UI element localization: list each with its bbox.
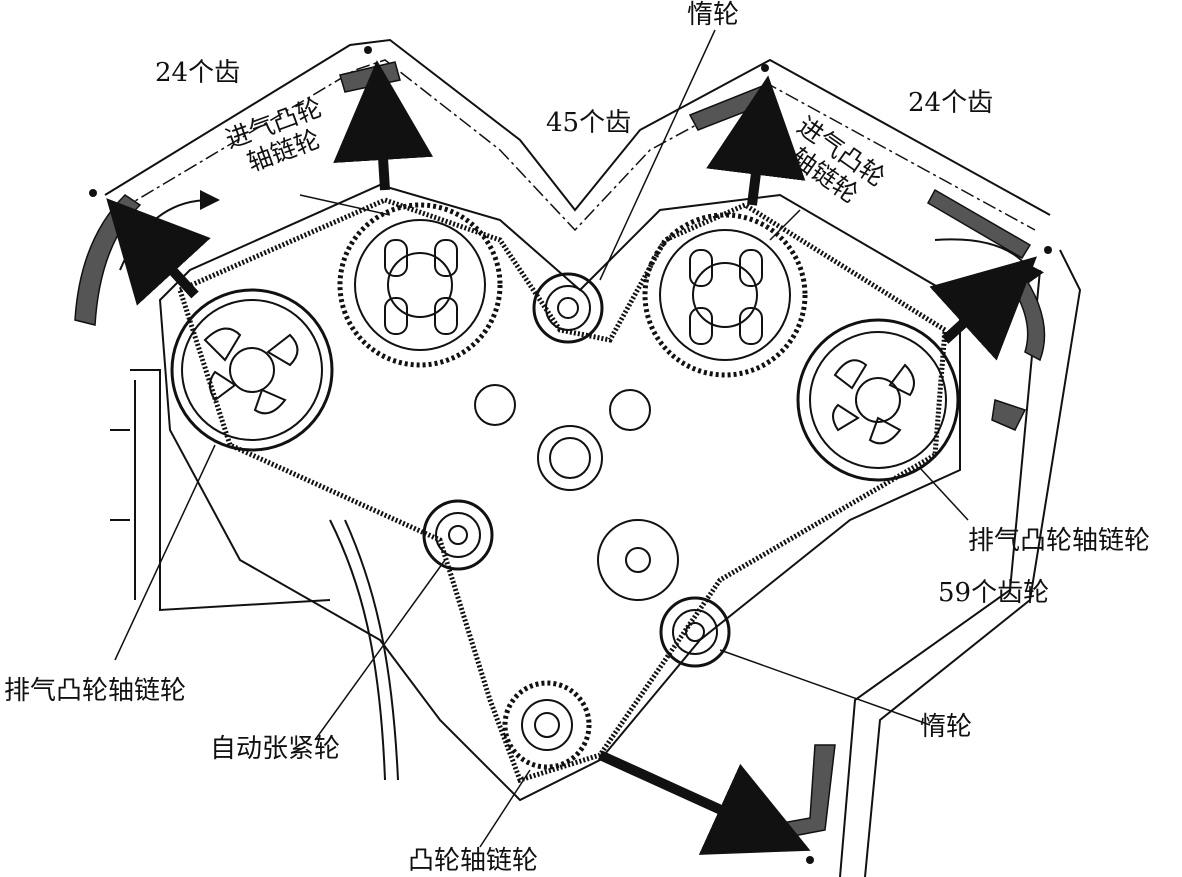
intake-cam-right-sprocket	[642, 212, 808, 378]
leader-lines	[114, 29, 969, 848]
crank-sprocket	[502, 680, 592, 770]
label-auto-tensioner: 自动张紧轮	[210, 734, 341, 764]
label-exhaust-left: 排气凸轮轴链轮	[4, 676, 187, 706]
idler-bottom-pulley	[659, 596, 731, 668]
belt-bracket-outline	[104, 38, 1051, 216]
dipstick-tube	[329, 519, 399, 781]
auto-tensioner-pulley	[422, 499, 494, 571]
timing-marks	[89, 46, 1052, 864]
timing-belt	[176, 197, 948, 784]
intake-cam-left-sprocket	[337, 202, 503, 368]
label-24-teeth-left: 24个齿	[155, 58, 241, 88]
label-59-teeth: 59个齿轮	[938, 578, 1050, 608]
water-pump	[474, 384, 679, 601]
idler-top-pulley	[532, 272, 604, 344]
label-idler-bottom: 惰轮	[920, 712, 973, 742]
exhaust-cam-right-sprocket	[796, 318, 960, 482]
label-crank-sprocket: 凸轮轴链轮	[408, 846, 539, 876]
unrolled-belt-segments	[74, 61, 1046, 851]
exhaust-cam-left-sprocket	[170, 288, 334, 452]
label-idler-top: 惰轮	[687, 0, 740, 30]
label-45-teeth: 45个齿	[546, 108, 632, 138]
label-exhaust-right: 排气凸轮轴链轮	[968, 526, 1151, 556]
rotation-arrows	[106, 60, 1044, 855]
label-24-teeth-right: 24个齿	[908, 88, 994, 118]
engine-block-outline	[158, 183, 961, 802]
belt-right-edge	[839, 249, 1082, 877]
left-housing	[110, 369, 331, 612]
